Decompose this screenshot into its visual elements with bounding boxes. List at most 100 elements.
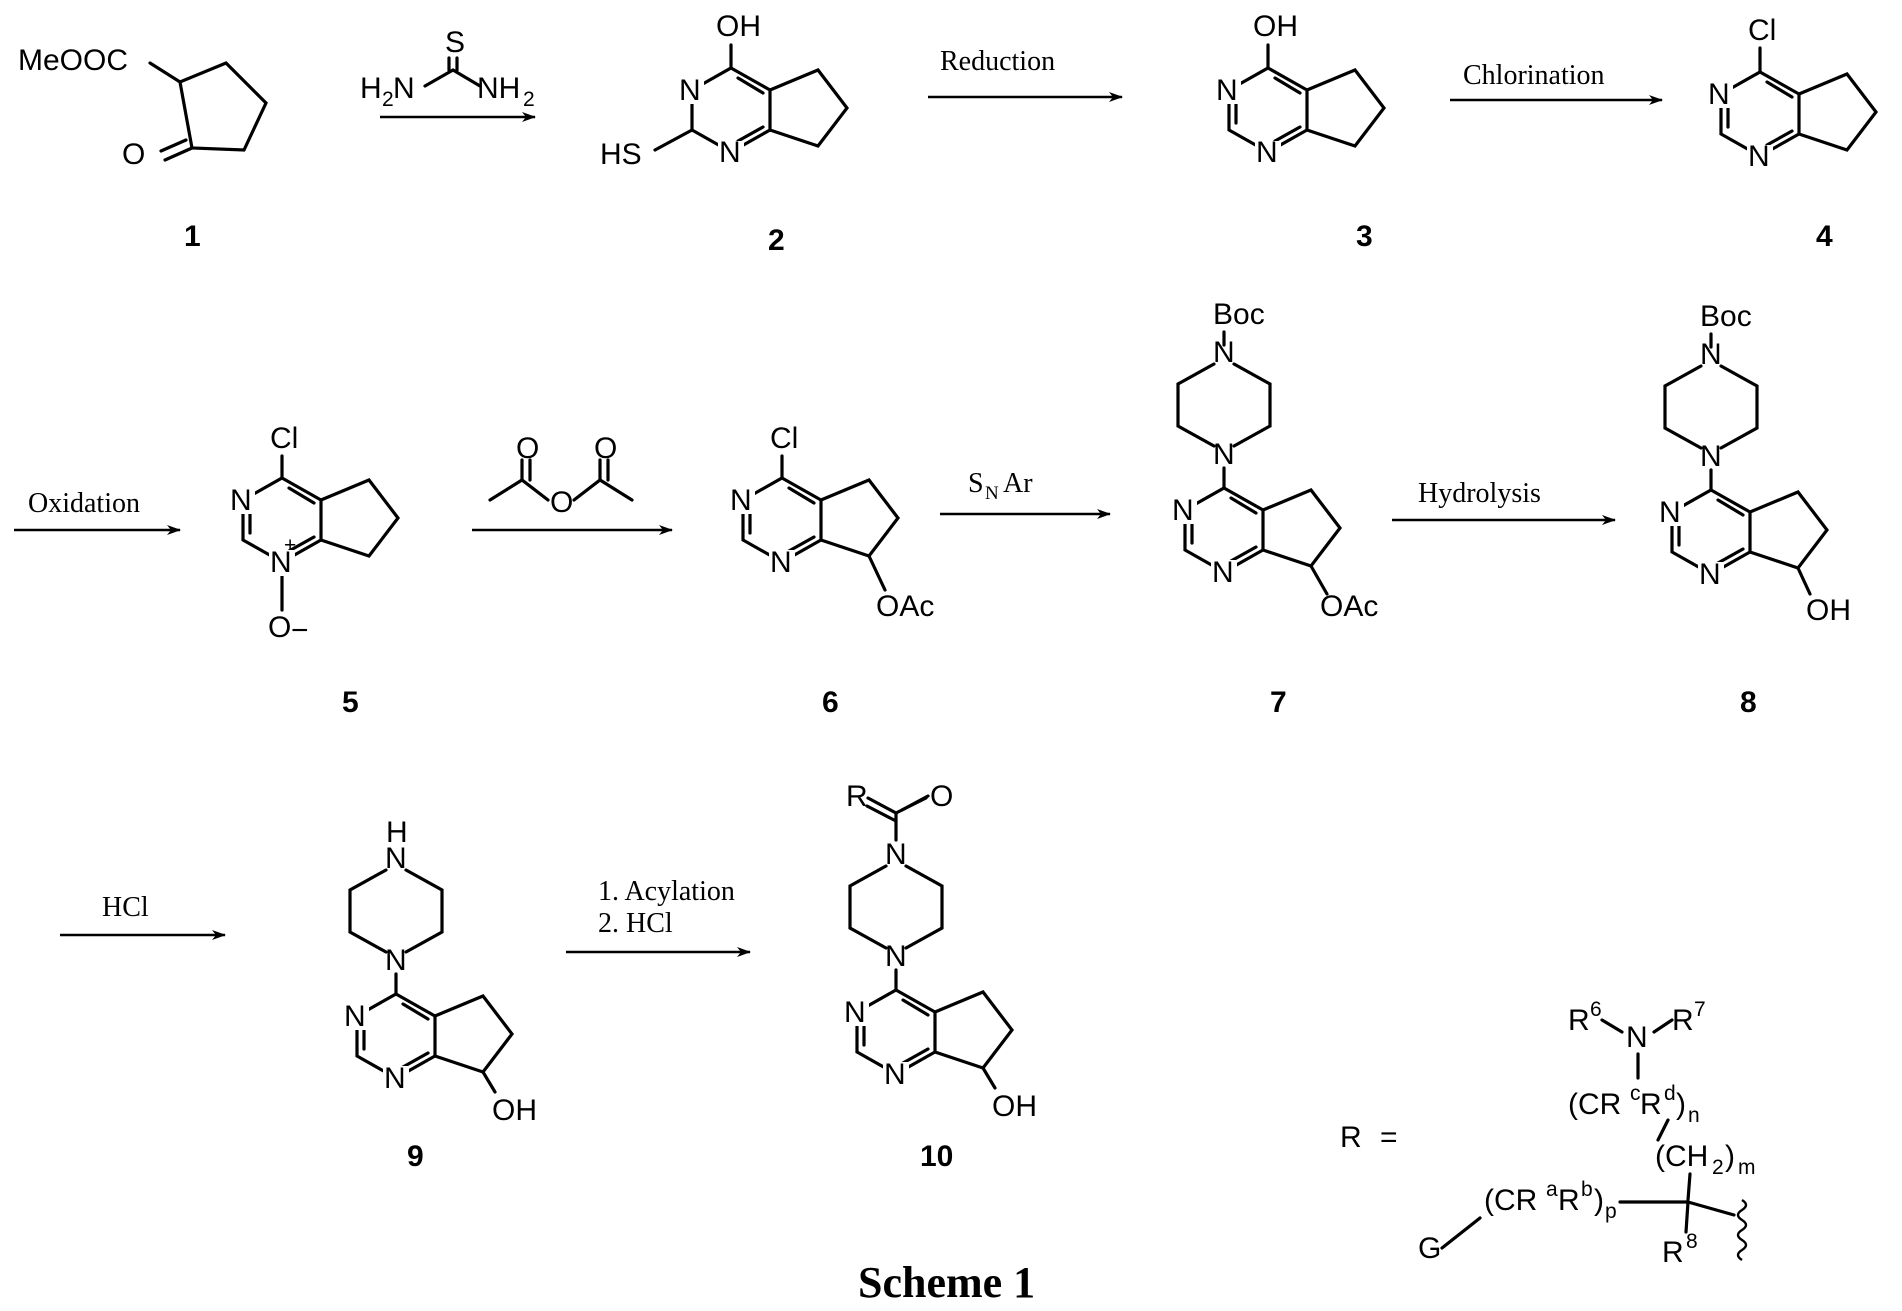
reagent-chlorination: Chlorination [1463, 60, 1605, 91]
compound-3-structure: OH N N [1215, 10, 1384, 169]
carbonyl-o-label: O [516, 432, 539, 465]
n-label: N [230, 484, 252, 517]
oh-label: OH [492, 1094, 537, 1127]
oac-label: OAc [1320, 590, 1378, 623]
compound-label-8: 8 [1740, 686, 1757, 719]
crcrd-close: ) [1676, 1088, 1686, 1121]
oac-label: OAc [876, 590, 934, 623]
compound-label-6: 6 [822, 686, 839, 719]
compound-8-structure: Boc N N N N OH [1658, 300, 1851, 627]
piperazine-n-label: N [885, 838, 907, 871]
wavy-attachment-icon [1738, 1200, 1746, 1260]
reagent-acylation: 1. Acylation [598, 876, 735, 907]
r-group-equals: = [1380, 1121, 1398, 1154]
reagent-hydrolysis: Hydrolysis [1418, 478, 1541, 509]
snar-s: S [968, 468, 984, 499]
n-label: N [1699, 558, 1721, 591]
compound-label-4: 4 [1816, 220, 1833, 253]
bridge-o-label: O [550, 486, 573, 519]
n-label: N [1748, 140, 1770, 173]
r8-label: R [1662, 1236, 1684, 1269]
oxide-o-label: O [268, 611, 291, 644]
n-label: N [719, 136, 741, 169]
ketone-oxygen-label: O [122, 138, 145, 171]
r-group-lhs: R [1340, 1121, 1362, 1154]
n-label: N [1216, 74, 1238, 107]
meooc-label: MeOOC [18, 44, 128, 77]
p-sub: p [1605, 1200, 1617, 1223]
r7-sup: 7 [1694, 998, 1706, 1021]
r6-label: R [1568, 1004, 1590, 1037]
r-group-definition: R = R 6 N R 7 (CR c R d ) n (CH 2 ) m G … [1340, 998, 1756, 1269]
compound-label-1: 1 [184, 220, 201, 253]
plus-charge: + [284, 534, 296, 557]
carbonyl-o-label: O [594, 432, 617, 465]
rd-label: R [1640, 1088, 1662, 1121]
rb-label: R [1558, 1184, 1580, 1217]
ch2-close: ) [1725, 1140, 1735, 1173]
r8-sup: 8 [1686, 1230, 1698, 1253]
piperazine-n-label: N [1213, 438, 1235, 471]
n-label: N [1659, 496, 1681, 529]
cl-label: Cl [270, 422, 298, 455]
compound-label-2: 2 [768, 224, 785, 257]
compound-label-3: 3 [1356, 220, 1373, 253]
crarb-close: ) [1594, 1184, 1604, 1217]
snar-ar: Ar [1003, 468, 1033, 499]
reagent-hcl: HCl [102, 892, 149, 923]
crarb-open: (CR [1484, 1184, 1537, 1217]
minus-charge: − [291, 614, 309, 647]
thiourea-h-label: H [360, 72, 382, 105]
ch2-open: (CH [1655, 1140, 1708, 1173]
n-sub: n [1688, 1104, 1700, 1127]
thiourea-sub2-right: 2 [523, 88, 535, 111]
r7-label: R [1672, 1004, 1694, 1037]
compound-9-structure: H N N N N OH [343, 816, 537, 1127]
compound-label-7: 7 [1270, 686, 1287, 719]
c-sup: c [1630, 1082, 1641, 1105]
oh-label: OH [1253, 10, 1298, 43]
compound-4-structure: Cl N N [1707, 14, 1876, 173]
n-label: N [1256, 136, 1278, 169]
reagent-oxidation: Oxidation [28, 488, 140, 519]
n-label: N [730, 484, 752, 517]
ch2-sub: 2 [1712, 1156, 1724, 1179]
cl-label: Cl [770, 422, 798, 455]
n-label: N [344, 1000, 366, 1033]
amine-n-label: N [1626, 1021, 1648, 1054]
thiourea-s-label: S [445, 26, 465, 59]
hs-label: HS [600, 138, 642, 171]
boc-label: Boc [1213, 298, 1265, 331]
n-label: N [770, 546, 792, 579]
n-label: N [1212, 556, 1234, 589]
b-sup: b [1581, 1178, 1593, 1201]
a-sup: a [1546, 1178, 1558, 1201]
n-label: N [679, 74, 701, 107]
n-label: N [1172, 494, 1194, 527]
snar-n-subscript: N [985, 483, 999, 504]
piperazine-n-label: N [385, 944, 407, 977]
n-label: N [844, 996, 866, 1029]
compound-10-structure: R O N N N N OH [843, 780, 1037, 1123]
compound-6-structure: Cl N N OAc [729, 422, 934, 623]
boc-label: Boc [1700, 300, 1752, 333]
n-label: N [384, 1062, 406, 1095]
compound-2-structure: OH N N HS [600, 10, 847, 171]
piperazine-n-label: N [1700, 440, 1722, 473]
piperazine-n-label: N [885, 940, 907, 973]
g-label: G [1418, 1232, 1441, 1265]
oh-label: OH [992, 1090, 1037, 1123]
m-sub: m [1738, 1156, 1756, 1179]
piperazine-nh-label: N [385, 842, 407, 875]
thiourea-sub2-left: 2 [382, 88, 394, 111]
reagent-hcl-2: 2. HCl [598, 908, 673, 939]
acetic-anhydride-reagent: O O O [490, 432, 632, 519]
reagent-reduction: Reduction [940, 46, 1055, 77]
reagent-snar: S N Ar [968, 468, 1033, 504]
n-label: N [1708, 78, 1730, 111]
oh-label: OH [1806, 594, 1851, 627]
thiourea-n-label: N [393, 72, 415, 105]
compound-5-structure: Cl N N + O − [229, 422, 398, 647]
d-sup: d [1664, 1082, 1676, 1105]
